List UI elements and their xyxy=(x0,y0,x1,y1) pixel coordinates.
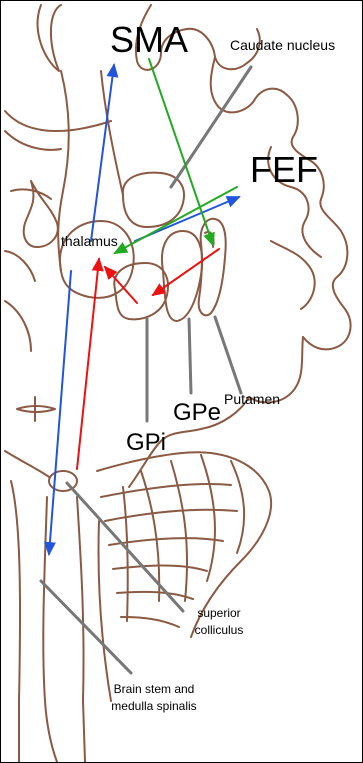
brainstem-line-2: medulla spinalis xyxy=(87,698,221,715)
thalamus-label: thalamus xyxy=(61,233,118,249)
putamen-label: Putamen xyxy=(224,391,280,407)
superior-colliculus-label: superior colliculus xyxy=(181,605,257,639)
blue-arrow-thalamus-to-brainstem xyxy=(49,271,71,554)
brainstem-pointer xyxy=(41,581,131,673)
fef-label: FEF xyxy=(250,149,318,191)
superior-colliculus-line-2: colliculus xyxy=(181,622,257,639)
putamen-pointer xyxy=(215,317,241,393)
gpe-label: GPe xyxy=(173,399,221,427)
gpe-pointer xyxy=(189,319,191,393)
superior-colliculus-line-1: superior xyxy=(181,605,257,622)
pointer-lines xyxy=(41,67,251,673)
sma-label: SMA xyxy=(110,19,188,61)
gpi-label: GPi xyxy=(126,429,166,457)
brain-outlines xyxy=(5,5,351,762)
red-arrow-colliculus-to-thalamus xyxy=(77,259,99,469)
brainstem-line-1: Brain stem and xyxy=(87,681,221,698)
caudate-nucleus-label: Caudate nucleus xyxy=(230,37,335,53)
brainstem-label: Brain stem and medulla spinalis xyxy=(87,681,221,715)
